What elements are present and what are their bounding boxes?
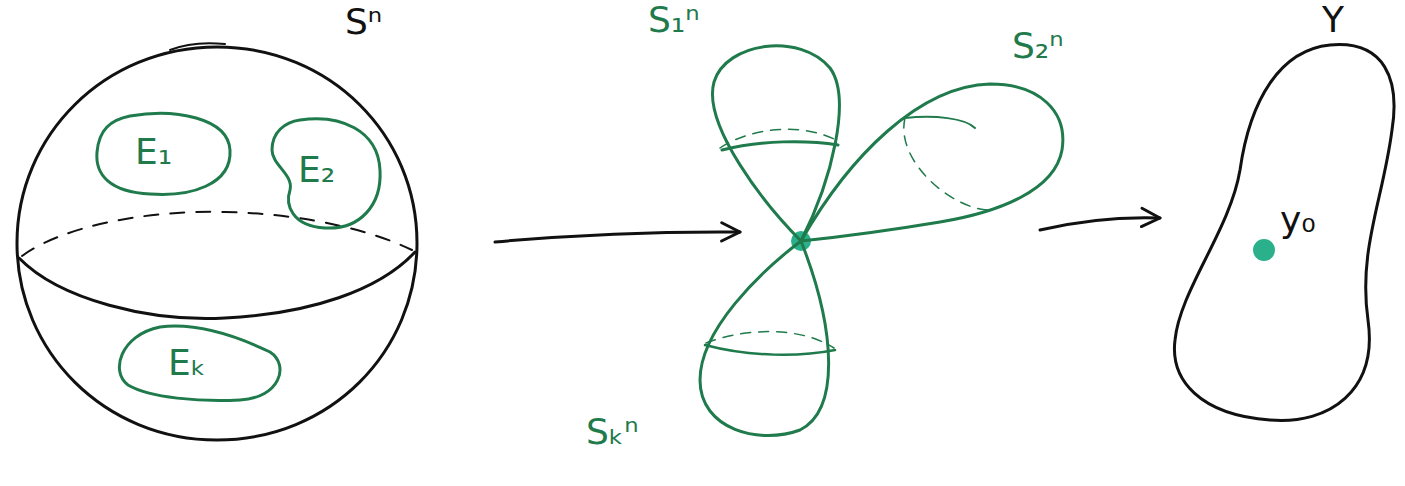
base-point [1253, 239, 1275, 261]
math-label: E₂ [298, 150, 335, 190]
math-label: S₂ⁿ [1012, 26, 1064, 66]
set-region: Eₖ [118, 323, 284, 405]
outline-stroke [905, 117, 975, 128]
math-label: Eₖ [168, 343, 206, 383]
outline-stroke [17, 47, 417, 440]
outline-stroke [22, 212, 412, 256]
math-label: y₀ [1280, 200, 1316, 240]
math-label: Sⁿ [345, 2, 382, 42]
outline-stroke [19, 252, 415, 318]
sphere-region: SⁿE₁E₂Eₖ [15, 45, 420, 442]
outline-stroke [119, 326, 280, 400]
outline-stroke [170, 43, 225, 50]
map-arrow [495, 232, 740, 242]
outline-stroke [720, 129, 836, 148]
set-region: E₁ [95, 112, 233, 198]
outline-shape [798, 78, 1066, 244]
set-region: E₂ [268, 116, 382, 232]
math-label: Y [1322, 0, 1344, 40]
sphere-petal: S₁ⁿ [700, 38, 842, 244]
wedge-point: S₁ⁿS₂ⁿSₖⁿ [790, 230, 812, 252]
math-label: S₁ⁿ [648, 0, 700, 40]
outline-stroke [272, 119, 380, 228]
map-arrow [1040, 218, 1160, 230]
outline-shape [15, 45, 420, 442]
outline-stroke [700, 241, 829, 436]
math-label: Sₖⁿ [586, 412, 639, 452]
outline-shape [696, 240, 842, 440]
outline-stroke [706, 332, 834, 348]
sphere-petal: S₂ⁿ [798, 78, 1066, 244]
outline-stroke [801, 84, 1063, 241]
outline-stroke [97, 113, 230, 194]
outline-stroke [722, 142, 838, 150]
outline-stroke [705, 345, 835, 355]
math-label: E₁ [135, 132, 172, 172]
target-space: Yy₀ [1170, 40, 1400, 428]
outline-stroke [904, 118, 988, 210]
outline-stroke [1174, 45, 1394, 421]
outline-shape [700, 38, 842, 244]
sphere-petal: Sₖⁿ [696, 240, 842, 440]
